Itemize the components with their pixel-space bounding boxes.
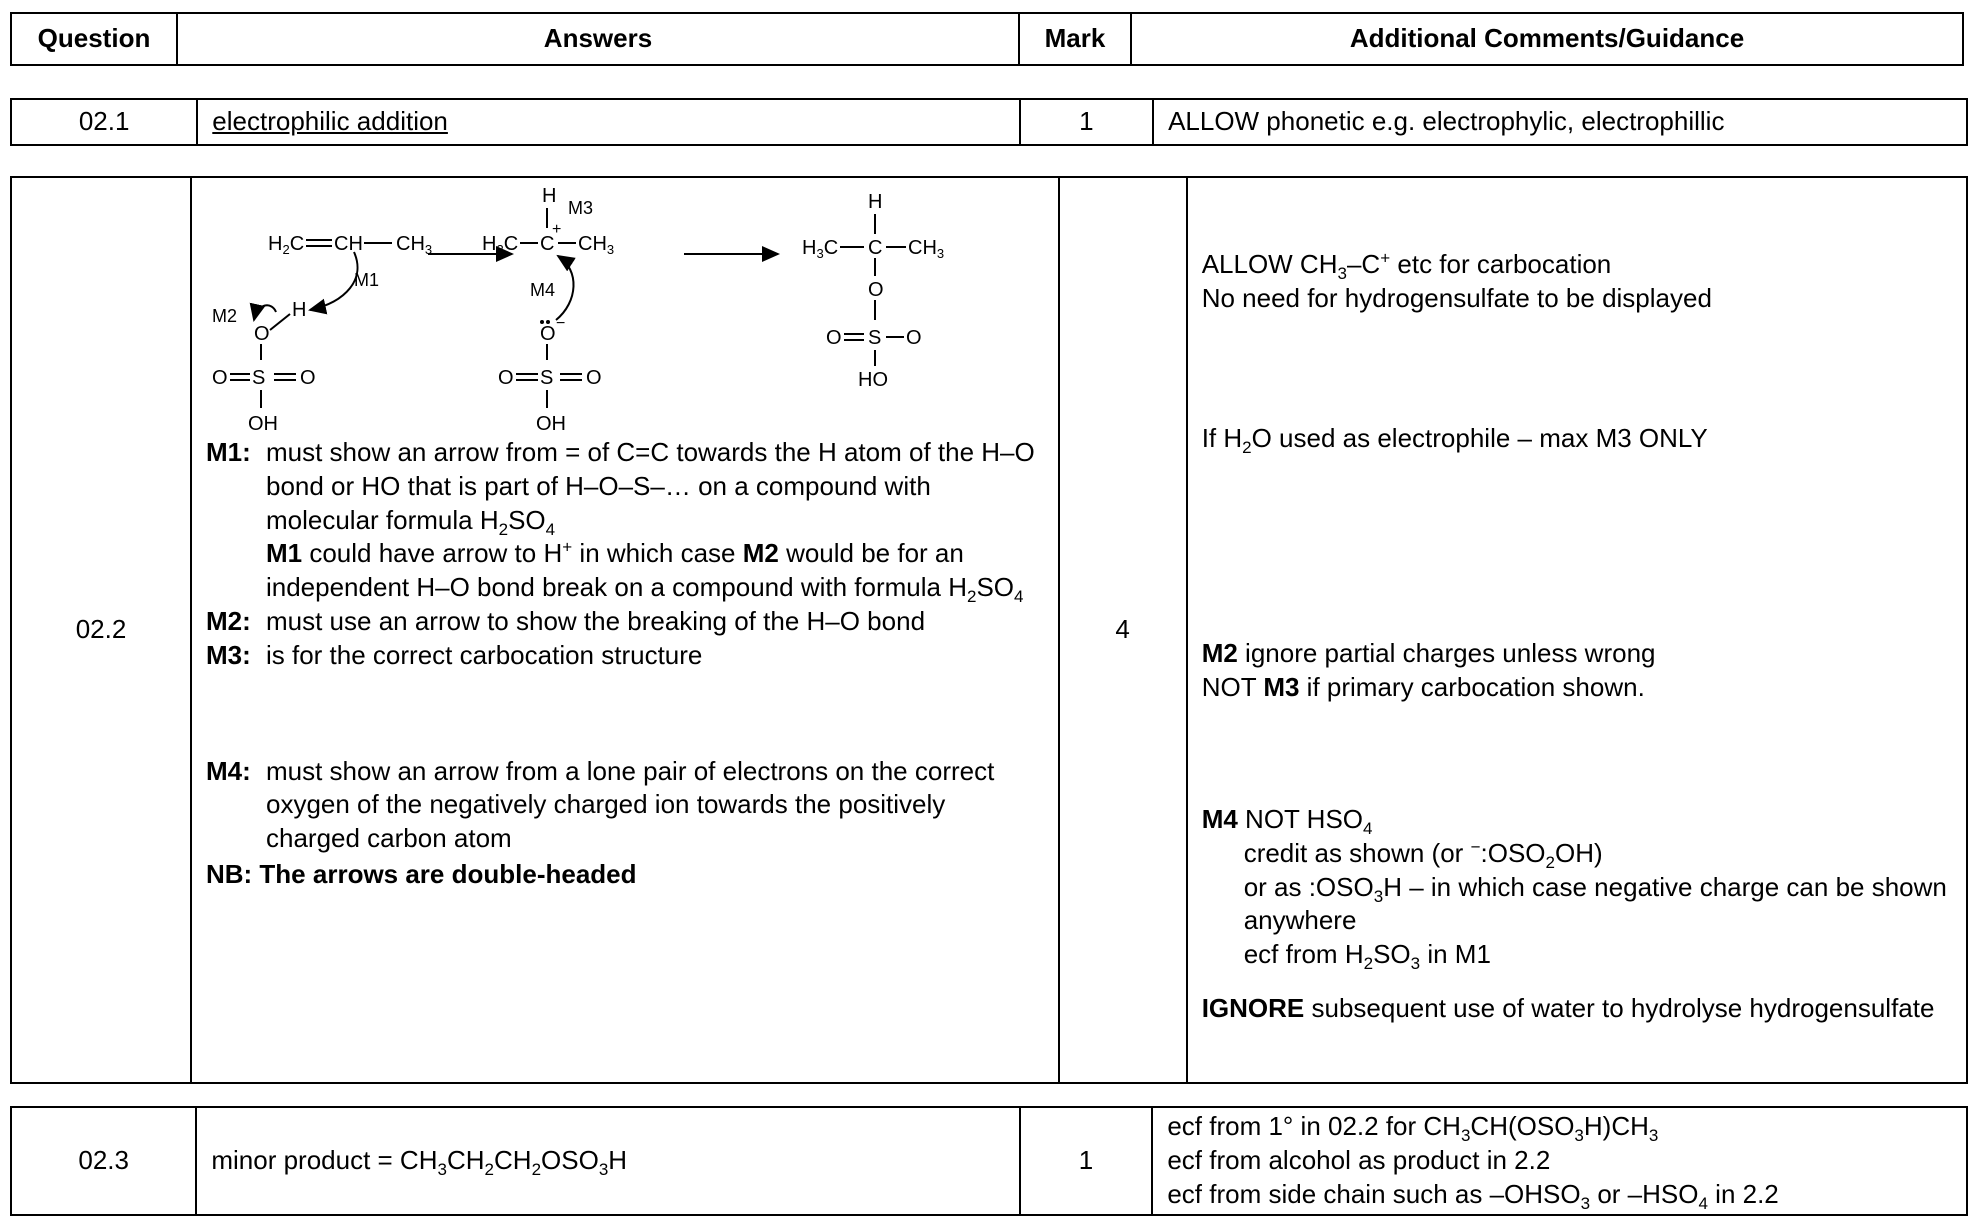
mark-cell: 1 [1018,98,1155,146]
header-answers: Answers [176,12,1020,66]
table-row: 02.3 minor product = CH3CH2CH2OSO3H 1 ec… [9,1106,1968,1216]
comment-ignore: IGNORE subsequent use of water to hydrol… [1201,992,1935,1023]
question-number: 02.1 [9,98,199,146]
mechanism-diagram: H2C CH CH3 M1 M2 H O O S O OH H M3 H3C C [212,185,944,435]
mol1-o-right: O [300,367,316,389]
comment-cell: ecf from 1° in 02.2 for CH3CH(OSO3H)CH3 … [1151,1106,1968,1216]
header-row: Question Answers Mark Additional Comment… [10,12,1964,66]
mol1-oh: OH [248,413,278,435]
mol1-o: O [254,323,270,345]
mol2-o: O [540,323,556,345]
m3-label: M3: [205,639,251,670]
mol2-minus: − [556,315,565,332]
comment-or-as: or as :OSO3H – in which case negative ch… [1243,871,1947,936]
comment-ecf: ecf from H2SO3 in M1 [1243,939,1491,974]
mol1-h: H [292,299,306,321]
header-table: Question Answers Mark Additional Comment… [10,12,1964,66]
m3-point: M3: is for the correct carbocation struc… [206,639,1044,673]
mol1-ch: CH [334,233,363,255]
row-02-2: 02.2 H2C CH CH3 M1 M2 H O O [10,176,1968,1084]
comment-water: If H2O used as electrophile – max M3 ONL… [1201,422,1708,457]
m4-label: M4: [205,755,251,786]
label-m4: M4 [530,280,555,300]
m4-point: M4: must show an arrow from a lone pair … [206,755,1044,856]
comment-ecf-1: ecf from 1° in 02.2 for CH3CH(OSO3H)CH3 [1167,1111,1659,1146]
m2-text: must use an arrow to show the breaking o… [265,605,926,636]
mol3-o-left: O [826,327,842,349]
mol2-ch3: CH3 [578,233,614,257]
label-m1: M1 [354,270,379,290]
mol1-h2c: H2C [268,233,304,257]
mol2-c: C [540,233,554,255]
label-m2: M2 [212,306,237,326]
question-number: 02.3 [9,1106,198,1216]
comment-cell: ALLOW phonetic e.g. electrophylic, elect… [1152,98,1968,146]
answer-cell: H2C CH CH3 M1 M2 H O O S O OH H M3 H3C C [189,176,1060,1084]
mol2-o-right: O [586,367,602,389]
mol3-c: C [868,237,882,259]
mark-cell: 4 [1057,176,1188,1084]
comment-allow: ALLOW CH3–C+ etc for carbocation [1201,248,1612,284]
comment-ecf-2: ecf from alcohol as product in 2.2 [1167,1145,1551,1176]
comment-cell: ALLOW CH3–C+ etc for carbocation No need… [1185,176,1968,1084]
m1-text: must show an arrow from = of C=C towards… [265,437,1035,607]
answer-cell: minor product = CH3CH2CH2OSO3H [195,1106,1021,1216]
answer-text: electrophilic addition [212,106,448,137]
mol2-plus: + [552,221,561,238]
comment-credit: credit as shown (or −:OSO2OH) [1243,837,1603,872]
mol3-ho: HO [858,369,888,391]
table-row: 02.2 H2C CH CH3 M1 M2 H O O [10,176,1968,1084]
m3-text: is for the correct carbocation structure [265,639,703,670]
header-question: Question [10,12,178,66]
mol1-o-left: O [212,367,228,389]
m4-text: must show an arrow from a lone pair of e… [265,755,995,854]
header-comments: Additional Comments/Guidance [1130,12,1964,66]
mol2-o-left: O [498,367,514,389]
mol2-h: H [542,185,556,207]
label-m3: M3 [568,198,593,218]
mol2-s: S [540,367,553,389]
comment-ecf-3: ecf from side chain such as –OHSO3 or –H… [1167,1178,1779,1214]
mol3-s: S [868,327,881,349]
mol1-s: S [252,367,265,389]
comment-m2: M2 ignore partial charges unless wrong [1201,638,1656,669]
m1-label: M1: [205,437,251,467]
mol3-h3c: H3C [802,237,838,261]
m2-label: M2: [205,605,251,636]
header-mark: Mark [1018,12,1132,66]
answer-cell: electrophilic addition [196,98,1021,146]
mark-cell: 1 [1018,1106,1154,1216]
mol3-ch3: CH3 [908,237,944,261]
row-02-1: 02.1 electrophilic addition 1 ALLOW phon… [9,98,1968,146]
table-row: 02.1 electrophilic addition 1 ALLOW phon… [9,98,1968,146]
mol3-o: O [868,279,884,301]
m1-point: M1: must show an arrow from = of C=C tow… [206,436,1044,605]
m2-point: M2: must use an arrow to show the breaki… [206,605,1044,639]
mol3-o-right: O [906,327,922,349]
mol3-h: H [868,191,882,213]
comment-not-m3: NOT M3 if primary carbocation shown. [1201,672,1645,703]
mol1-ch3: CH3 [396,233,432,257]
nb-note: NB: The arrows are double-headed [205,858,637,889]
mol2-oh: OH [536,413,566,435]
row-02-3: 02.3 minor product = CH3CH2CH2OSO3H 1 ec… [9,1106,1968,1216]
comment-no-need: No need for hydrogensulfate to be displa… [1201,282,1712,313]
comment-m4: M4 NOT HSO4 [1201,803,1373,839]
question-number: 02.2 [10,176,192,1084]
